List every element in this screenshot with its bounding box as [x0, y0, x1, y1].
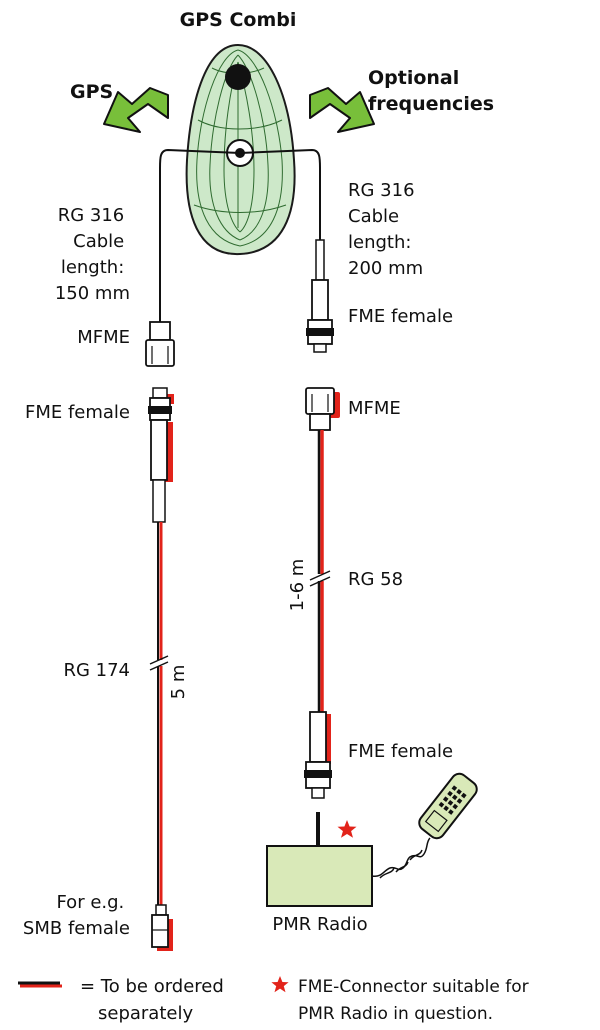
gps-arrow-label: GPS: [70, 81, 113, 103]
right-fme-female-connector-top: [306, 239, 334, 353]
handset-icon: [418, 772, 478, 840]
handset-cord-icon: [371, 837, 431, 879]
pmr-radio: [266, 845, 373, 907]
right-connector-mid-label: MFME: [348, 398, 401, 419]
left-ext-length-label: 5 m: [168, 665, 189, 700]
legend-order-text: = To be ordered separately: [80, 976, 230, 1024]
right-ext-cable-label: RG 58: [348, 569, 403, 590]
left-rg316-cable: [159, 148, 241, 322]
right-connector-bottom-label: FME female: [348, 741, 453, 762]
pmr-radio-label: PMR Radio: [272, 914, 367, 935]
left-cable-spec: RG 316 Cable length: 150 mm: [55, 205, 130, 304]
left-fme-female-connector: [148, 387, 174, 523]
optional-frequencies-label: Optional frequencies: [368, 67, 494, 115]
right-rg316-cable: [239, 148, 321, 240]
right-mfme-connector: [305, 387, 340, 431]
left-connector-mid-label: FME female: [25, 402, 130, 423]
diagram-title: GPS Combi: [180, 9, 297, 31]
right-cable-break-icon: [309, 570, 331, 587]
legend-star-icon: [271, 976, 289, 993]
fme-connector-star-icon: [337, 820, 357, 838]
gps-combi-antenna: [185, 43, 296, 256]
left-cable-break-icon: [149, 655, 169, 671]
left-smb-connector: [151, 904, 173, 951]
gps-arrow-icon: [103, 87, 169, 133]
right-fme-female-connector-bottom: [304, 711, 332, 799]
right-connector-top-label: FME female: [348, 306, 453, 327]
left-ext-cable-label: RG 174: [63, 660, 130, 681]
left-mfme-connector: [145, 321, 175, 367]
optional-frequencies-arrow-icon: [309, 87, 375, 133]
right-ext-length-label: 1-6 m: [287, 559, 308, 612]
left-end-label: For e.g. SMB female: [23, 892, 130, 939]
right-cable-spec: RG 316 Cable length: 200 mm: [348, 180, 423, 279]
left-connector-top-label: MFME: [77, 327, 130, 348]
gps-element-icon: [225, 64, 251, 90]
legend-star-text: FME-Connector suitable for PMR Radio in …: [298, 977, 534, 1024]
